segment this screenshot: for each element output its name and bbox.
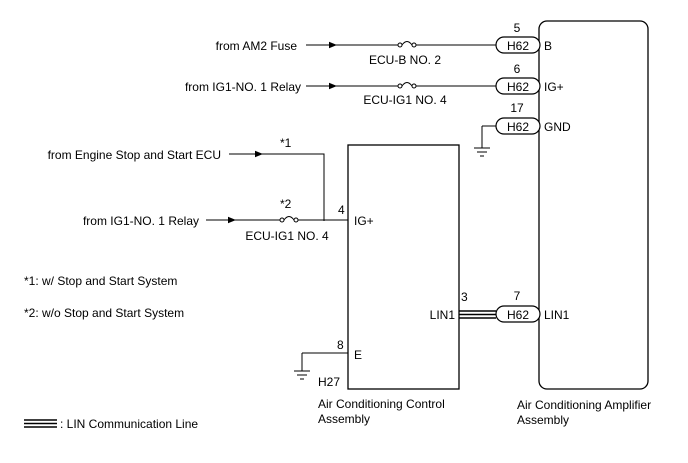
wire-engine-ecu [263, 153, 325, 221]
mark-star1: *1 [280, 136, 292, 150]
note-star2: *2: w/o Stop and Start System [24, 306, 184, 320]
ctrl-pin8-label: E [354, 348, 362, 362]
amp-pin5-number: 5 [514, 21, 521, 35]
control-box [347, 144, 460, 390]
wire-ig1-top [337, 82, 496, 89]
amplifier-box [538, 20, 649, 390]
control-name-line2: Assembly [318, 412, 370, 426]
fuse-ig1-top-label: ECU-IG1 NO. 4 [363, 93, 447, 107]
source-ig1-relay-bottom: from IG1-NO. 1 Relay [83, 214, 199, 228]
connector-h62-pin7 [495, 305, 541, 323]
amplifier-name-line2: Assembly [517, 413, 569, 427]
amp-pin6-number: 6 [514, 62, 521, 76]
legend-lin-line-label: : LIN Communication Line [60, 417, 198, 431]
fuse-ig1-bottom-label: ECU-IG1 NO. 4 [245, 229, 329, 243]
amp-pin6-label: IG+ [544, 80, 564, 94]
connector-h62-pin5 [495, 36, 541, 54]
source-ig1-relay-top: from IG1-NO. 1 Relay [185, 80, 301, 94]
control-name-line1: Air Conditioning Control [318, 397, 445, 411]
connector-h62-pin5-code: H62 [507, 39, 529, 53]
ctrl-pin8-number: 8 [337, 338, 344, 352]
amp-pin5-label: B [544, 39, 552, 53]
ctrl-pin3-label: LIN1 [430, 308, 456, 322]
note-star1: *1: w/ Stop and Start System [24, 274, 177, 288]
control-connector-code: H27 [318, 375, 340, 389]
wire-ig1-bottom [236, 216, 348, 223]
legend-lin-line-symbol [24, 419, 57, 428]
connector-h62-pin6 [495, 77, 541, 95]
lin-communication-line [459, 310, 496, 319]
ctrl-pin3-number: 3 [461, 290, 468, 304]
ctrl-pin4-label: IG+ [354, 214, 374, 228]
ctrl-pin4-number: 4 [338, 203, 345, 217]
source-am2-fuse: from AM2 Fuse [216, 39, 298, 53]
connector-h62-pin7-code: H62 [507, 308, 529, 322]
ground-symbol-amplifier [474, 125, 496, 157]
source-engine-stop-start-ecu: from Engine Stop and Start ECU [48, 148, 221, 162]
mark-star2: *2 [280, 197, 292, 211]
amp-pin17-number: 17 [510, 101, 524, 115]
ground-symbol-control [294, 352, 348, 380]
amp-pin7-number: 7 [514, 289, 521, 303]
fuse-ecub-label: ECU-B NO. 2 [369, 53, 441, 67]
amp-pin17-label: GND [544, 120, 571, 134]
connector-h62-pin17-code: H62 [507, 120, 529, 134]
connector-h62-pin6-code: H62 [507, 80, 529, 94]
amp-pin7-label: LIN1 [544, 308, 570, 322]
amplifier-name-line1: Air Conditioning Amplifier [517, 398, 651, 412]
wire-am2 [337, 41, 496, 48]
